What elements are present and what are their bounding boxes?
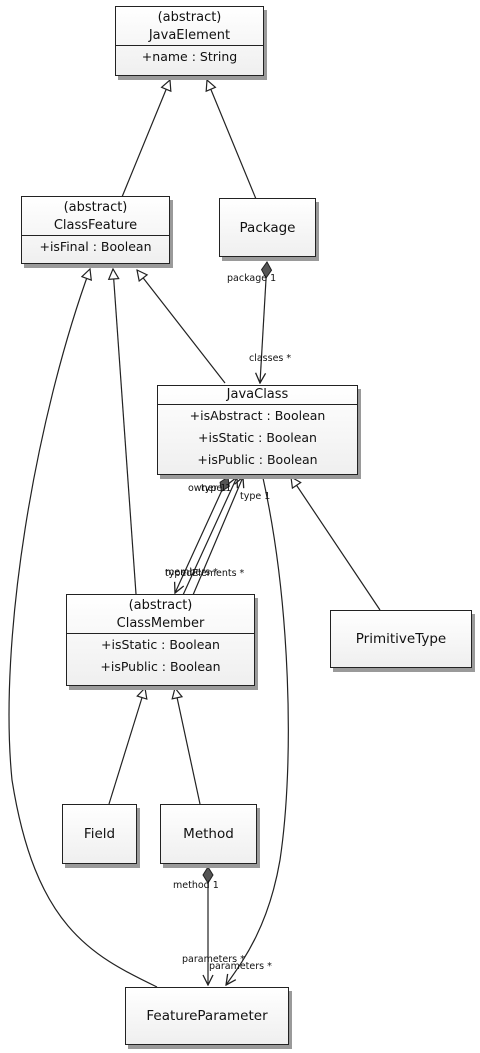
association-label-method: method 1	[173, 880, 219, 891]
gen-classfeature-javaelement	[121, 80, 170, 198]
stereotype-label: (abstract)	[63, 200, 128, 215]
association-label-parameters-2: parameters *	[209, 961, 272, 972]
association-label-owner: owner 1	[188, 483, 227, 494]
class-name: JavaClass	[226, 387, 289, 402]
gen-featureparameter-classfeature	[8, 269, 158, 988]
class-javaelement[interactable]: (abstract) JavaElement +name : String	[115, 6, 264, 76]
assoc-classmember-type	[192, 477, 243, 596]
class-classfeature[interactable]: (abstract) ClassFeature +isFinal : Boole…	[21, 196, 170, 264]
class-name: Field	[83, 826, 116, 842]
association-label-type: type 1	[201, 483, 232, 494]
class-name: FeatureParameter	[146, 1008, 268, 1024]
attribute: +isPublic : Boolean	[100, 659, 221, 674]
assoc-typedelements-javaclass	[182, 477, 237, 596]
class-name: Method	[183, 826, 234, 842]
attribute: +isFinal : Boolean	[39, 239, 152, 254]
gen-javaclass-classfeature	[137, 270, 226, 384]
association-label-parameters: parameters *	[182, 954, 245, 965]
stereotype-label: (abstract)	[128, 598, 193, 613]
attribute: +isStatic : Boolean	[101, 637, 220, 652]
class-featureparameter[interactable]: FeatureParameter	[125, 987, 289, 1045]
class-primitivetype[interactable]: PrimitiveType	[330, 610, 472, 668]
assoc-javaclass-members	[175, 477, 228, 593]
assoc-package-classes	[260, 262, 267, 383]
class-method[interactable]: Method	[160, 804, 257, 864]
association-label-type-2: type 1	[240, 491, 271, 502]
attribute: +isPublic : Boolean	[197, 452, 318, 467]
gen-package-javaelement	[207, 80, 257, 200]
attribute: +isStatic : Boolean	[198, 430, 317, 445]
association-label-classes: classes *	[249, 353, 292, 364]
class-javaclass[interactable]: JavaClass +isAbstract : Boolean +isStati…	[157, 385, 358, 475]
association-label-typedelements: typedElements *	[165, 568, 245, 579]
class-name: Package	[239, 219, 296, 236]
gen-classmember-classfeature	[113, 269, 137, 595]
class-name: ClassMember	[116, 616, 205, 631]
class-name: ClassFeature	[53, 218, 138, 233]
class-name: PrimitiveType	[355, 631, 447, 647]
attribute: +isAbstract : Boolean	[189, 408, 326, 423]
association-label-members: members *	[165, 567, 218, 578]
gen-field-classmember	[108, 688, 145, 805]
class-classmember[interactable]: (abstract) ClassMember +isStatic : Boole…	[66, 594, 255, 686]
gen-primitivetype-javaclass	[291, 477, 381, 611]
stereotype-label: (abstract)	[157, 10, 222, 25]
class-name: JavaElement	[148, 28, 231, 43]
class-field[interactable]: Field	[62, 804, 137, 864]
assoc-javaclass-parameters	[226, 477, 289, 985]
class-package[interactable]: Package	[219, 198, 316, 257]
gen-method-classmember	[175, 688, 201, 805]
attribute: +name : String	[141, 49, 238, 64]
association-label-package: package 1	[227, 273, 277, 284]
